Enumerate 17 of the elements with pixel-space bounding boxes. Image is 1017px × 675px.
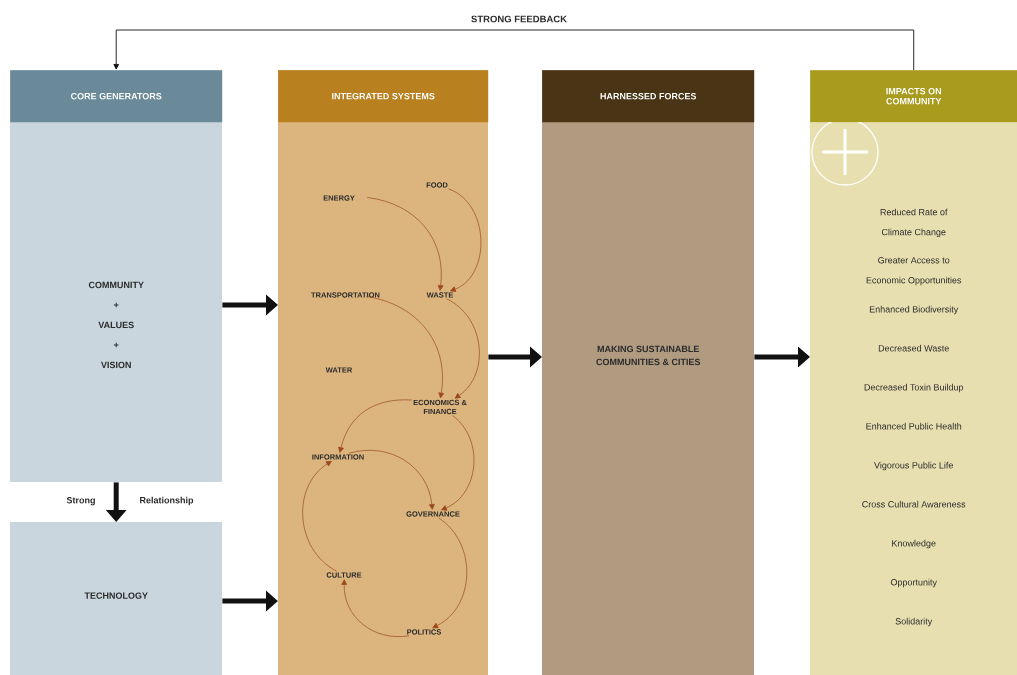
arrow — [302, 460, 337, 572]
arrow — [432, 517, 468, 629]
arrow — [365, 295, 445, 399]
edge-label: STRONG FEEDBACK — [471, 15, 567, 23]
arrow — [448, 188, 482, 292]
column-panel: IMPACTS ON COMMUNITY Reduced Rate of Climate Change Greater Access to Economic Opportunities Enhanced Biodiversity Decreased Waste Decreased Toxin Buildup Enhanced Public Health Vigorous Public Life Cross Cultural Awareness Knowledge Opportunity Solidarity — [810, 70, 1017, 675]
process-box: TECHNOLOGY — [10, 522, 222, 675]
arrow — [441, 415, 475, 511]
column-panel: CORE GENERATORS COMMUNITY + VALUES + VISION — [10, 70, 223, 482]
arrow — [366, 197, 444, 291]
arrow — [341, 579, 410, 637]
arrow — [348, 449, 435, 510]
column-panel: HARNESSED FORCES MAKING SUSTAINABLE COMMUNITIES & CITIES — [542, 70, 755, 675]
edge-label: Strong Relationship — [66, 496, 194, 506]
arrow — [338, 399, 413, 453]
arrow — [446, 298, 480, 399]
arrow — [113, 29, 915, 71]
